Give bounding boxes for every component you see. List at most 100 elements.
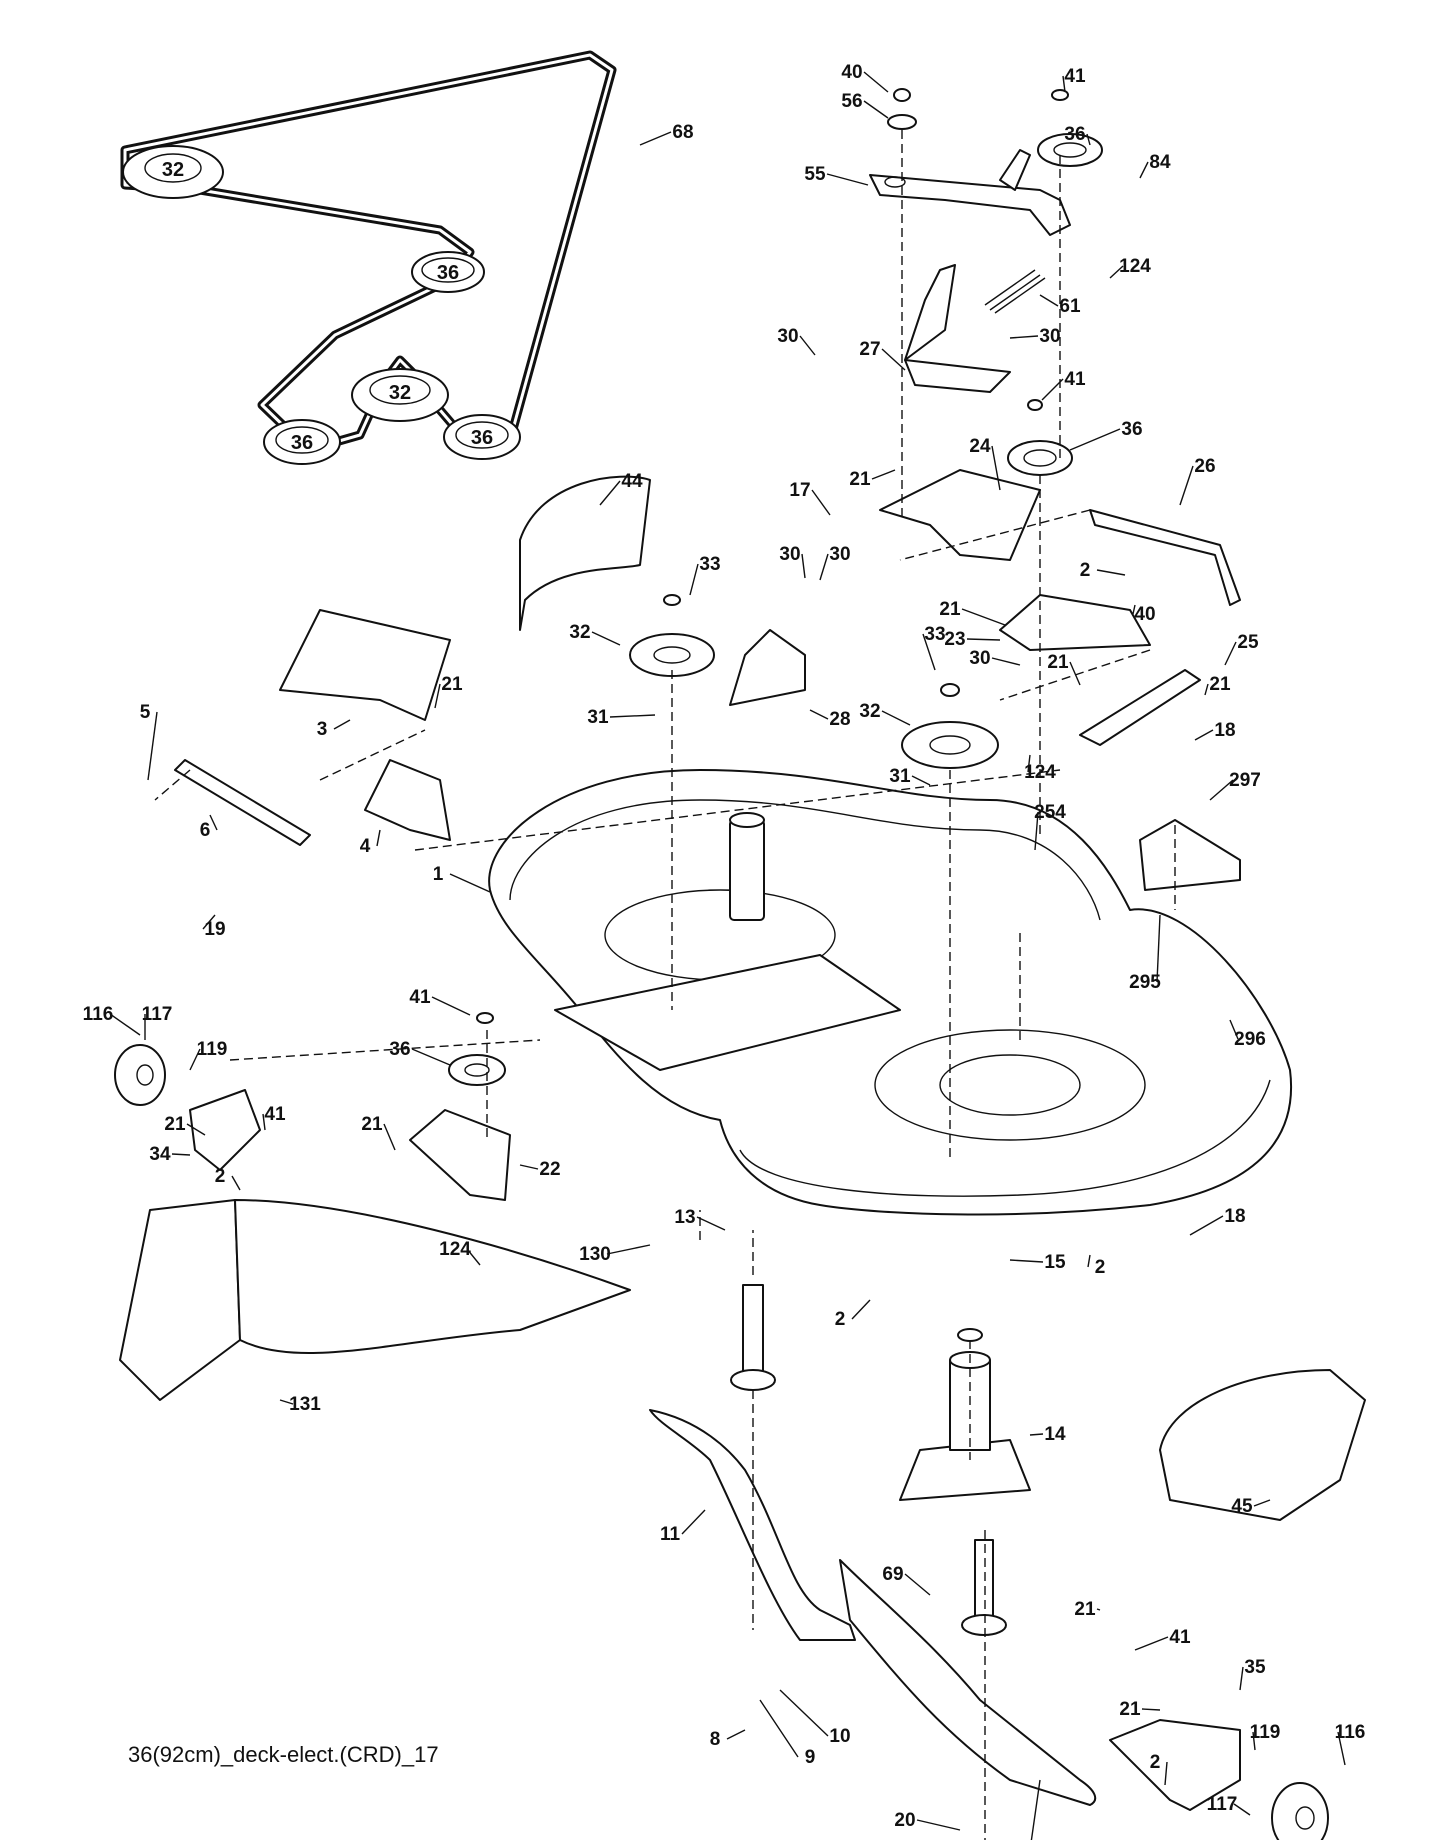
callout-13: 13 [674,1207,695,1228]
leader-line [1030,1779,1041,1840]
callout-33: 33 [924,624,945,645]
leader-line [1239,1666,1244,1691]
callout-41: 41 [409,987,431,1008]
callout-254: 254 [1034,802,1066,823]
leader-line [411,1048,451,1066]
pulley-label: 36 [291,432,313,454]
callout-56: 56 [841,91,862,112]
callout-23: 23 [944,629,965,650]
leader-line [966,638,1001,641]
leader-line [809,709,829,720]
blade-16 [839,1559,1097,1806]
leader-line [911,775,931,786]
mount-bracket-27 [904,264,1011,393]
idler-arm-24 [879,469,1041,561]
belt-pulley-32-bottom: 32 [351,368,449,422]
belt-routing-inset: 32 36 32 36 36 [120,50,617,465]
rod-6 [174,759,311,846]
bracket-22 [409,1012,511,1201]
callout-41: 41 [264,1104,286,1125]
gauge-wheel-right [1109,1719,1329,1840]
leader-line [863,71,889,93]
leader-line [1096,569,1126,576]
belt-guard-44 [519,475,651,631]
drawing-caption: 36(92cm)_deck-elect.(CRD)_17 [128,1742,439,1767]
callout-116: 116 [83,1004,114,1025]
callout-5: 5 [140,702,151,723]
callout-30: 30 [777,326,798,347]
callout-124: 124 [439,1239,471,1260]
callout-21: 21 [849,469,871,490]
spindle-69 [961,1539,1007,1636]
deck-chute-plate [554,954,901,1071]
leader-line [1179,465,1194,506]
callout-2: 2 [215,1166,226,1187]
callout-31: 31 [889,766,911,787]
callout-25: 25 [1237,632,1259,653]
callout-61: 61 [1059,296,1081,317]
callout-119: 119 [1250,1722,1281,1743]
leader-line [811,489,831,516]
leader-line [202,914,216,930]
leader-line [109,1013,141,1036]
leader-line [434,683,441,709]
leader-line [606,1244,651,1255]
callout-40: 40 [1134,604,1155,625]
callout-22: 22 [539,1159,560,1180]
leader-line [231,1175,241,1191]
leader-line [801,553,806,579]
callout-28: 28 [829,709,850,730]
nut-top [887,88,917,130]
callout-32: 32 [569,622,590,643]
leader-line [1189,1215,1224,1236]
leader-line [1009,335,1039,339]
leader-line [863,100,889,119]
callout-45: 45 [1231,1496,1253,1517]
leader-line [991,657,1021,666]
callout-21: 21 [361,1114,383,1135]
callout-32: 32 [859,701,880,722]
callout-26: 26 [1194,456,1215,477]
callout-30: 30 [1039,326,1060,347]
callout-18: 18 [1224,1206,1245,1227]
callout-36: 36 [1121,419,1142,440]
callout-21: 21 [939,599,961,620]
callout-11: 11 [660,1524,681,1545]
callout-14: 14 [1044,1424,1066,1445]
deck-shell [488,769,1293,1216]
leader-line [333,719,351,730]
callout-69: 69 [882,1564,903,1585]
callout-124: 124 [1119,256,1151,277]
callout-2: 2 [1080,560,1091,581]
leader-lines [109,71,1346,1840]
callout-44: 44 [621,471,643,492]
callout-21: 21 [1047,652,1069,673]
leader-line [209,814,218,831]
leader-line [1164,1761,1168,1786]
leader-line [1027,754,1031,773]
callout-36: 36 [1064,124,1085,145]
leader-line [1109,265,1124,279]
leader-line [799,335,816,356]
leader-line [1069,661,1081,686]
pulley-mid-right [1007,399,1073,476]
callout-117: 117 [142,1004,173,1025]
bracket-4 [364,759,451,841]
leader-line [916,1819,961,1831]
callout-15: 15 [1044,1252,1066,1273]
leader-line [1132,604,1136,615]
callout-40: 40 [841,62,862,83]
leader-line [1224,641,1237,666]
leader-line [1086,133,1091,146]
leader-line [1139,161,1149,179]
leader-line [1062,75,1066,93]
callout-117: 117 [1207,1794,1238,1815]
callout-34: 34 [149,1144,171,1165]
callout-119: 119 [197,1039,228,1060]
leader-line [279,1399,294,1405]
callout-84: 84 [1149,152,1171,173]
callout-131: 131 [289,1394,321,1415]
leader-line [1041,378,1064,401]
callout-2: 2 [1150,1752,1161,1773]
leader-line [519,1164,539,1170]
